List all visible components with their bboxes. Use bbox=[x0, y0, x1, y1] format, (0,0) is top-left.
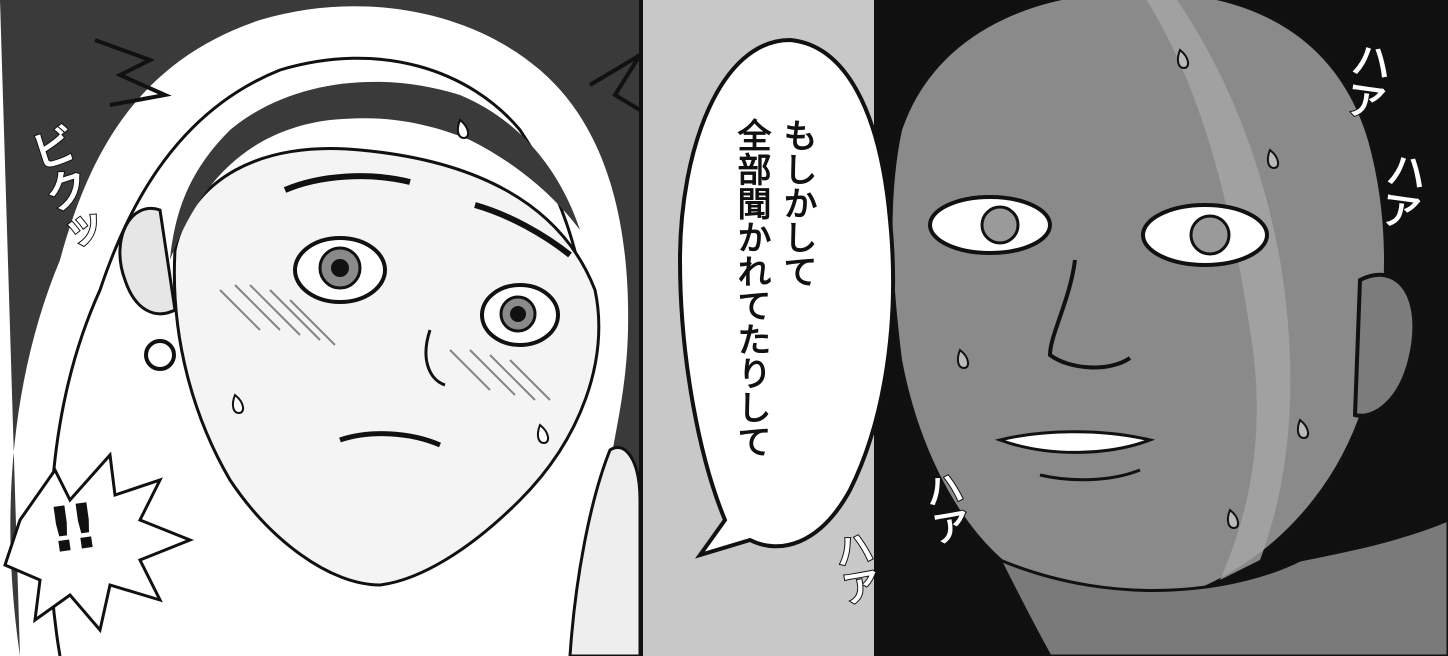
sfx-breath-1: ハア bbox=[1336, 36, 1395, 124]
woman-mouth bbox=[339, 431, 441, 448]
speech-bubble bbox=[677, 37, 895, 559]
speech-line-1: もしかして bbox=[777, 118, 817, 288]
man-mouth bbox=[994, 430, 1156, 454]
left-panel bbox=[0, 0, 642, 656]
woman-face bbox=[172, 147, 601, 587]
woman-ear bbox=[118, 206, 177, 316]
speech-line-2: 全部聞かれてたりして bbox=[731, 118, 771, 458]
woman-hand bbox=[568, 446, 642, 656]
right-panel bbox=[874, 0, 1448, 656]
earring bbox=[144, 339, 176, 371]
sfx-breath-2: ハア bbox=[1371, 146, 1430, 234]
man-ear bbox=[1352, 272, 1417, 418]
exclamation-burst bbox=[3, 451, 195, 634]
woman-hair bbox=[0, 0, 640, 656]
